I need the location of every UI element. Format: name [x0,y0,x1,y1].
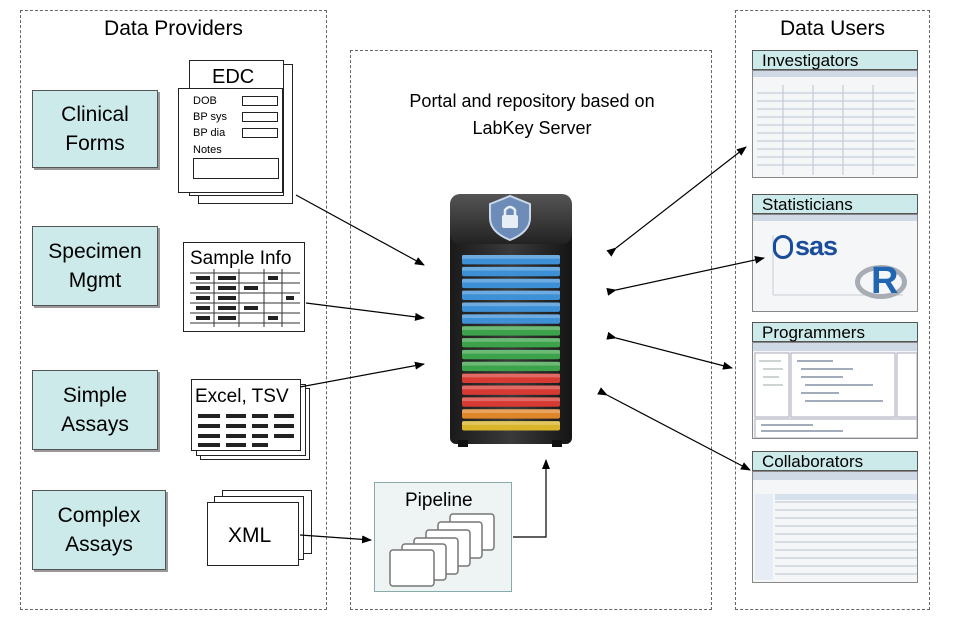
rack-tiers [462,255,560,431]
edc-title: EDC [212,66,255,88]
user-group-programmers: Programmers [752,322,918,342]
rack-tier-shine [462,421,560,425]
rack-foot-right [552,440,562,447]
server-caption: Portal and repository based on LabKey Se… [352,88,712,142]
investigators-screenshot [752,70,918,178]
sample-info-title: Sample Info [190,248,292,269]
arrow-sample-to-server [305,302,425,321]
r-logo-ring [855,265,907,299]
source-label-line1: Simple [62,384,128,407]
collaborators-screenshot [752,471,918,583]
sample-info-grid [190,269,300,327]
rack-tier [462,385,560,395]
xml-title: XML [228,524,272,547]
rack-tier [462,326,560,336]
edc-field-bp-dia-box [242,128,278,138]
rack-tier-shine [462,397,560,402]
arrow-server-collaborators [597,387,751,471]
server-rack [450,194,572,447]
rack-tier-shine [462,385,560,390]
rack-tier [462,278,560,289]
server-caption-line1: Portal and repository based on [409,91,655,111]
rack-tier [462,421,560,431]
arrow-server-statisticians [606,255,765,296]
rack-tier [462,397,560,407]
rack-tier-shine [462,409,560,414]
source-label-line1: Specimen [48,240,142,263]
server-panel [350,50,712,610]
rack-tier-shine [462,349,560,354]
rack-tier-shine [462,266,560,271]
sas-logo: sas [773,231,838,262]
rack-tier [462,349,560,360]
rack-tier-shine [462,338,560,342]
xml-doc [207,502,299,566]
r-logo: R [855,259,909,305]
sample-info-sheet: Sample Info [183,242,305,332]
data-users-title: Data Users [779,17,886,40]
sas-logo-text: sas [795,231,838,261]
data-users-panel [735,10,930,610]
rack-tier-shine [462,302,560,307]
source-label-line1: Complex [57,504,141,527]
user-group-collaborators: Collaborators [752,451,918,471]
rack-tier-shine [462,255,560,259]
edc-field-dob-box [242,96,278,106]
excel-sheet-rows [198,414,294,447]
rack-tier [462,290,560,300]
rack-foot-left [458,440,468,447]
lock-icon [502,205,518,228]
rack-tier [462,255,560,265]
source-label-line2: Mgmt [68,269,122,292]
rack-tier-shine [462,361,560,366]
rack-tier-shine [462,278,560,283]
rack-tier-shine [462,373,560,378]
rack-tier [462,373,560,384]
statisticians-screenshot: sas R [752,214,918,312]
data-providers-title: Data Providers [104,17,243,40]
arrow-pipeline-to-server [513,459,550,538]
rack-tier-shine [462,290,560,295]
edc-field-bp-dia: BP dia [193,127,226,139]
r-logo-letter: R [871,260,899,302]
arrow-edc-to-server [295,194,425,266]
rack-tier [462,314,560,324]
rack-tier [462,361,560,372]
edc-field-dob: DOB [193,95,217,107]
source-label-line2: Assays [61,413,129,436]
edc-field-bp-sys: BP sys [193,111,228,123]
source-label-line2: Forms [65,132,125,155]
rack-tier [462,338,560,348]
arrow-server-investigators [606,146,747,257]
rack-tier [462,266,560,277]
edc-field-bp-sys-box [242,112,278,122]
user-group-investigators: Investigators [752,50,918,70]
rack-tier [462,409,560,419]
excel-title: Excel, TSV [195,386,289,407]
excel-sheet: Excel, TSV [191,379,301,451]
sas-s-icon [773,235,793,259]
server-caption-line2: LabKey Server [472,118,592,138]
source-label-line1: Clinical [61,103,129,126]
rack-tier-shine [462,326,560,330]
edc-field-notes: Notes [193,144,222,156]
pipeline-label: Pipeline [405,490,473,511]
arrow-excel-to-server [299,361,425,388]
rack-tier [462,302,560,312]
source-label-line2: Assays [65,533,133,556]
pipeline-pages [389,513,495,587]
rack-tier-shine [462,314,560,319]
user-group-statisticians: Statisticians [752,194,918,214]
data-providers-panel [20,10,327,610]
programmers-screenshot [752,342,918,439]
edc-field-notes-box [193,158,279,179]
arrow-server-programmers [606,331,733,370]
arrow-xml-to-pipeline [299,534,372,544]
